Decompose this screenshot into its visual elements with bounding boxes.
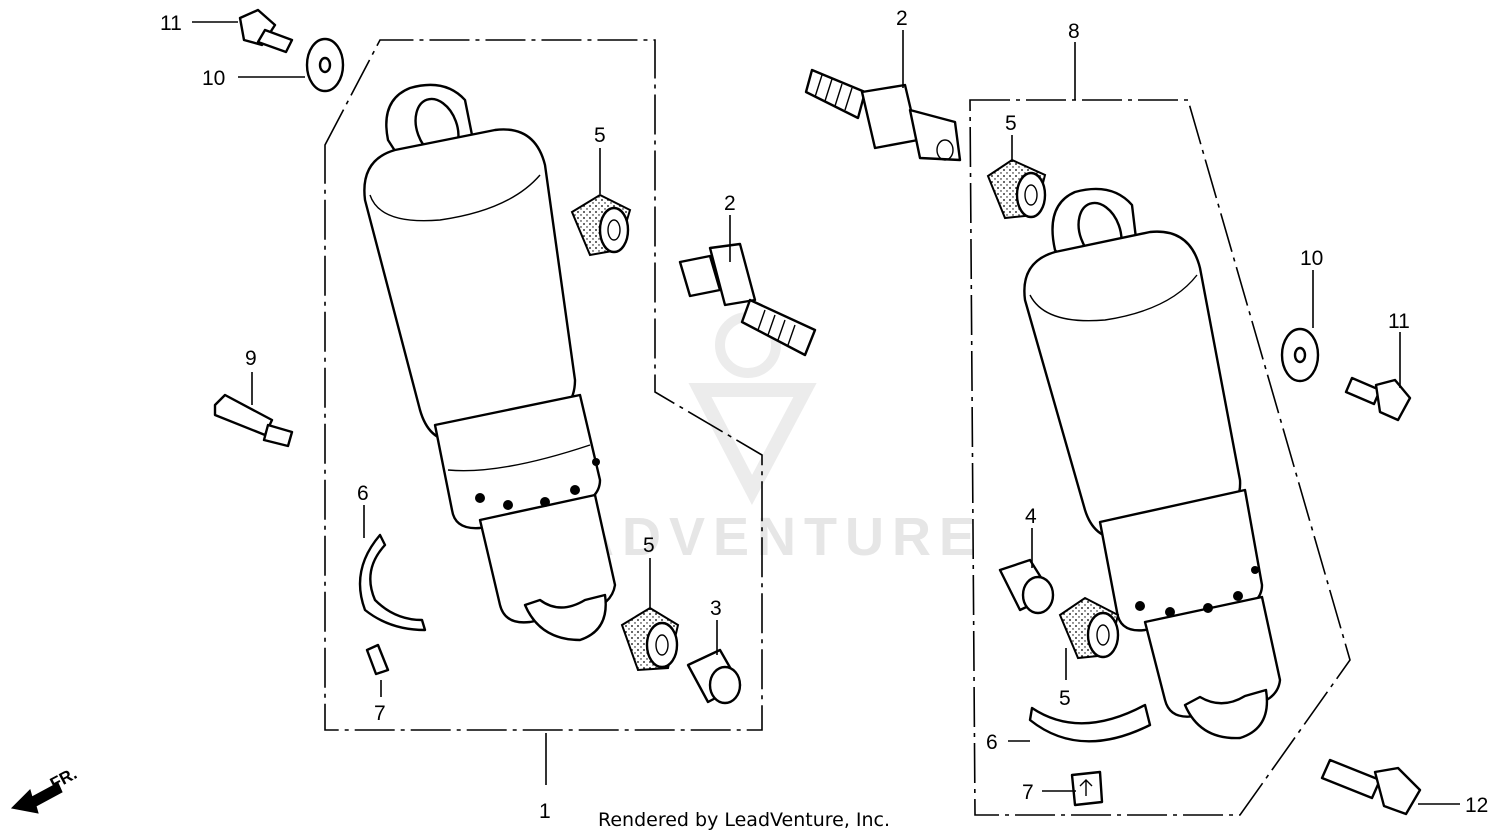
right-assembly-frame: [969, 99, 1351, 816]
label-right-7: [1070, 770, 1104, 807]
band-right-6: [1028, 703, 1152, 743]
footer-credit: Rendered by LeadVenture, Inc.: [598, 809, 890, 831]
callout-5-left-top: 5: [594, 124, 606, 147]
arrow-icon: [10, 782, 63, 814]
stud-right: [804, 68, 962, 162]
callout-7-right: 7: [1022, 781, 1034, 804]
callout-10-right: 10: [1300, 247, 1323, 270]
callout-6-right: 6: [986, 731, 998, 754]
callout-4: 4: [1025, 505, 1037, 528]
right-shock-absorber: [1023, 187, 1282, 740]
stud-left: [678, 242, 817, 357]
washer-left: [305, 37, 345, 93]
pin-9: [213, 393, 294, 448]
callout-8: 8: [1068, 20, 1080, 43]
bushing-right-top: [986, 158, 1047, 220]
callout-11-left: 11: [160, 12, 182, 35]
callout-11-right: 11: [1388, 310, 1410, 333]
callout-10-left: 10: [202, 67, 225, 90]
band-left-6: [358, 533, 427, 632]
bushing-left-top: [570, 193, 632, 257]
leader-lines: [192, 21, 1460, 805]
washer-right: [1280, 327, 1320, 383]
callout-6-left: 6: [357, 482, 369, 505]
bolt-12: [1320, 758, 1422, 816]
callout-5-left-bottom: 5: [643, 534, 655, 557]
left-assembly-frame: [324, 39, 763, 731]
callout-5-right-top: 5: [1005, 112, 1017, 135]
label-left-7: [365, 643, 390, 676]
left-shock-absorber: [363, 83, 617, 642]
front-direction-indicator: FR.: [10, 764, 80, 814]
collar-4: [998, 558, 1055, 615]
bushing-left-bottom: [620, 606, 680, 672]
collar-3: [686, 648, 742, 705]
bushing-right-bottom: [1058, 596, 1120, 660]
callout-9: 9: [245, 347, 257, 370]
bolt-right-11: [1344, 376, 1412, 422]
bolt-left-11: [238, 8, 294, 54]
callout-5-right-bottom: 5: [1059, 687, 1071, 710]
callout-7-left: 7: [374, 702, 386, 725]
callout-12: 12: [1465, 794, 1488, 817]
callout-2-right: 2: [896, 7, 908, 30]
callout-2-left: 2: [724, 192, 736, 215]
callout-3: 3: [710, 597, 722, 620]
callout-1: 1: [539, 800, 551, 823]
callouts: 11 10 9 6 7 5 2 5 3 1 2 8 5 10 11 4 5 6 …: [160, 7, 1488, 823]
